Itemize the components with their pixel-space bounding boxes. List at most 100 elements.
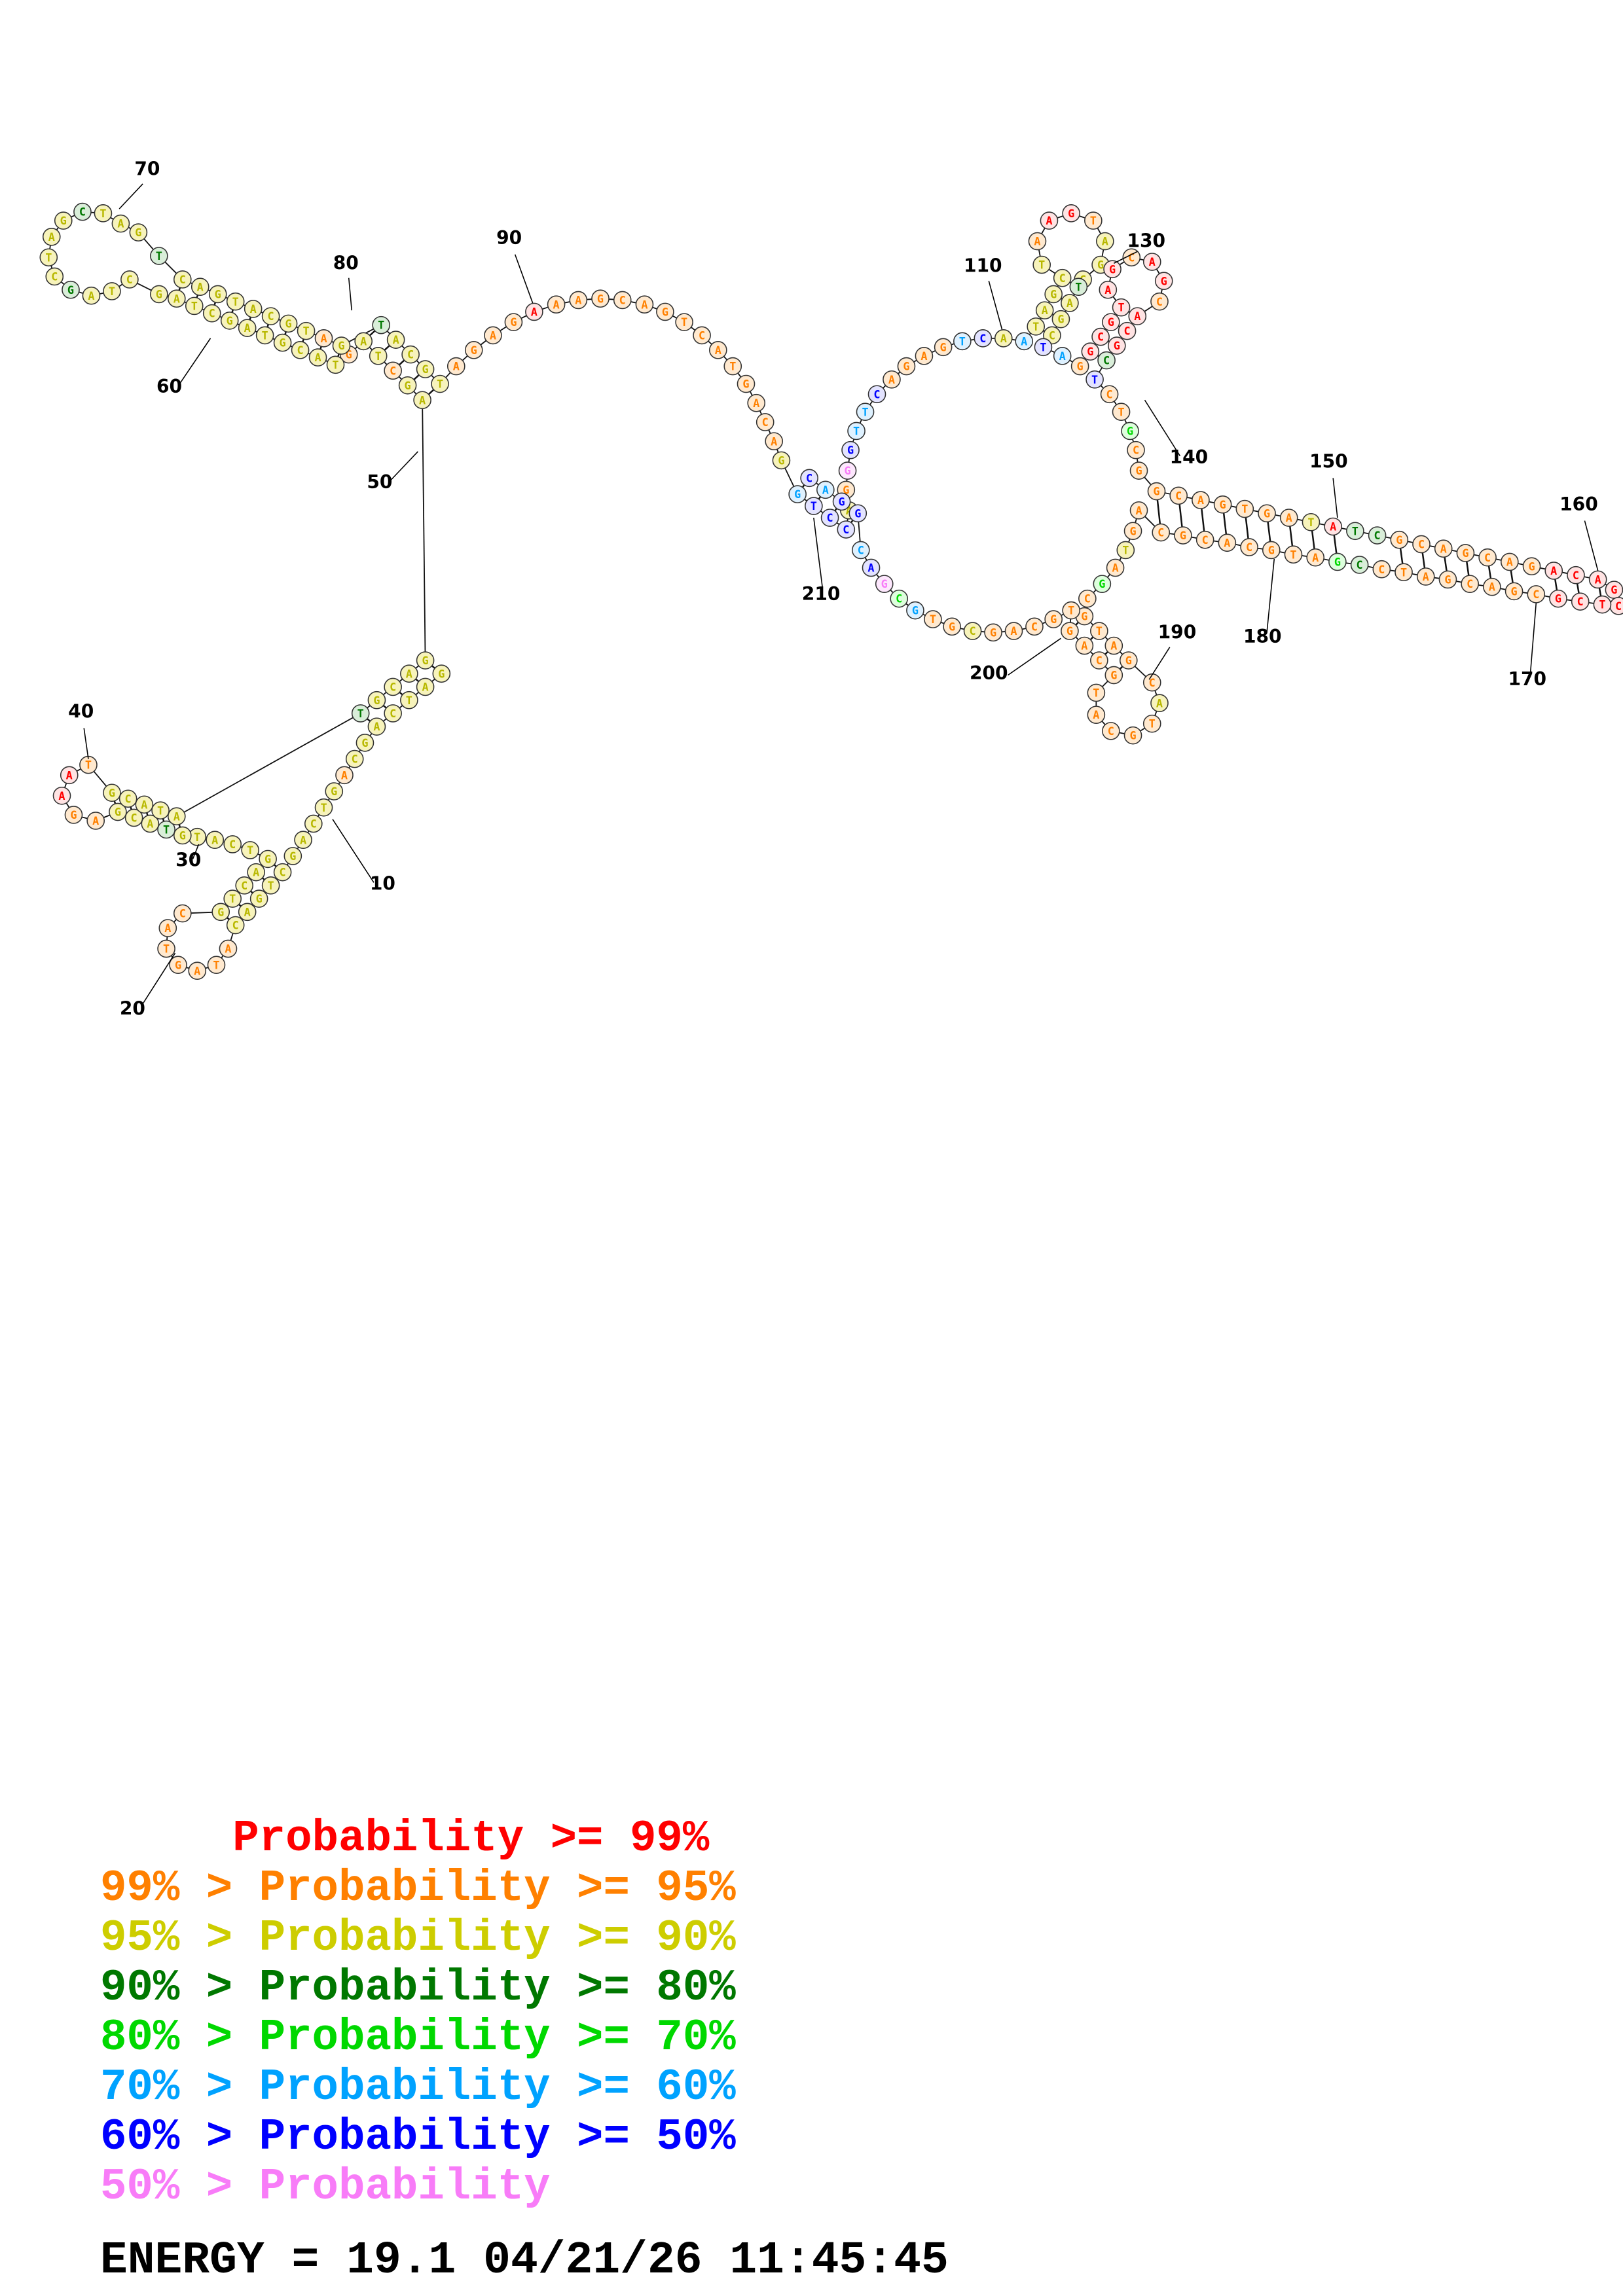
nucleotide [52,786,71,805]
nucleotide [244,300,263,318]
nucleotide-letter: T [1096,624,1103,637]
nucleotide [247,863,265,882]
nucleotide-letter: G [510,315,517,329]
nucleotide [238,903,257,922]
nucleotide [1035,301,1054,319]
nucleotide [1258,504,1276,523]
nucleotide [1588,570,1607,589]
nucleotide [1434,539,1453,558]
nucleotide-letter: C [179,273,186,286]
position-label: 80 [333,252,359,274]
nucleotide [109,802,127,821]
nucleotide-letter: G [227,314,233,327]
nucleotide [211,903,230,922]
nucleotide-letter: A [1102,235,1108,248]
nucleotide [294,831,312,850]
nucleotide-letter: C [268,310,274,323]
nucleotide [1096,232,1114,251]
nucleotide [226,916,245,935]
nucleotide-letter: A [867,562,874,575]
nucleotide-letter: G [338,339,344,352]
nucleotide [119,789,137,808]
position-label: 180 [1243,626,1282,647]
nucleotide [820,509,839,527]
nucleotide-letter: C [858,544,864,557]
nucleotide-letter: C [1106,387,1112,401]
nucleotide [367,717,386,736]
nucleotide-letter: G [1097,259,1104,272]
nucleotide-letter: T [85,759,92,772]
nucleotide [838,461,857,480]
nucleotide-letter: C [1357,558,1363,571]
nucleotide [223,835,242,853]
nucleotide-letter: T [1307,516,1314,529]
nucleotide [94,204,113,223]
nucleotide [708,341,727,359]
nucleotide-letter: A [1489,581,1495,594]
nucleotide-letter: C [1049,329,1055,342]
nucleotide-letter: T [213,958,219,971]
nucleotide [1123,726,1142,745]
nucleotide-letter: G [1114,339,1120,352]
nucleotide-letter: C [179,907,186,920]
nucleotide-letter: G [844,464,850,477]
label-leader-line [514,254,534,304]
nucleotide [1090,622,1108,640]
nucleotide-letter: G [256,892,263,905]
nucleotide [1372,560,1391,579]
nucleotide [369,347,388,365]
position-label: 200 [970,662,1008,684]
nucleotide-letter: G [217,905,224,918]
nucleotide [1395,563,1413,582]
nucleotide-letter: A [244,905,251,918]
nucleotide-letter: G [285,317,292,330]
nucleotide-letter: A [88,289,94,302]
label-leader-line [1144,399,1181,457]
nucleotide [1062,601,1080,620]
nucleotide-letter: G [794,488,801,501]
nucleotide [464,341,483,359]
nucleotide-letter: T [157,804,164,817]
nucleotide [325,782,344,800]
position-label: 90 [496,227,522,249]
nucleotide-letter: T [302,325,309,338]
nucleotide [235,876,253,895]
nucleotide [675,313,693,331]
nucleotide [1119,651,1138,670]
nucleotide-letter: C [1149,676,1156,689]
nucleotide-letter: G [778,454,784,467]
label-leader-line [1529,603,1537,675]
nucleotide-letter: G [280,336,286,350]
nucleotide [386,331,405,349]
nucleotide-letter: A [531,305,538,318]
nucleotide [1549,589,1567,608]
position-label: 10 [370,873,395,895]
nucleotide [1142,253,1161,271]
nucleotide [1262,541,1281,560]
nucleotide-letter: C [1133,444,1139,457]
nucleotide-letter: T [194,831,200,844]
position-label: 50 [367,471,392,493]
nucleotide-letter: T [320,801,327,814]
nucleotide [1302,512,1321,531]
nucleotide-letter: G [1050,288,1057,301]
nucleotide-letter: C [390,707,396,720]
nucleotide [158,919,177,937]
nucleotide-letter: A [117,217,124,230]
nucleotide-letter: A [373,720,380,733]
nucleotide-letter: G [264,852,271,865]
nucleotide-letter: G [662,305,668,318]
nucleotide [1103,260,1122,279]
nucleotide [1154,272,1173,291]
nucleotide-letter: T [437,378,443,391]
nucleotide-letter: C [1577,595,1584,608]
position-label: 70 [134,158,160,179]
nucleotide-letter: A [393,333,399,346]
nucleotide [42,227,61,246]
nucleotide [220,312,239,330]
nucleotide-letter: A [406,667,412,680]
nucleotide [1061,622,1079,640]
nucleotide-letter: G [990,626,996,639]
